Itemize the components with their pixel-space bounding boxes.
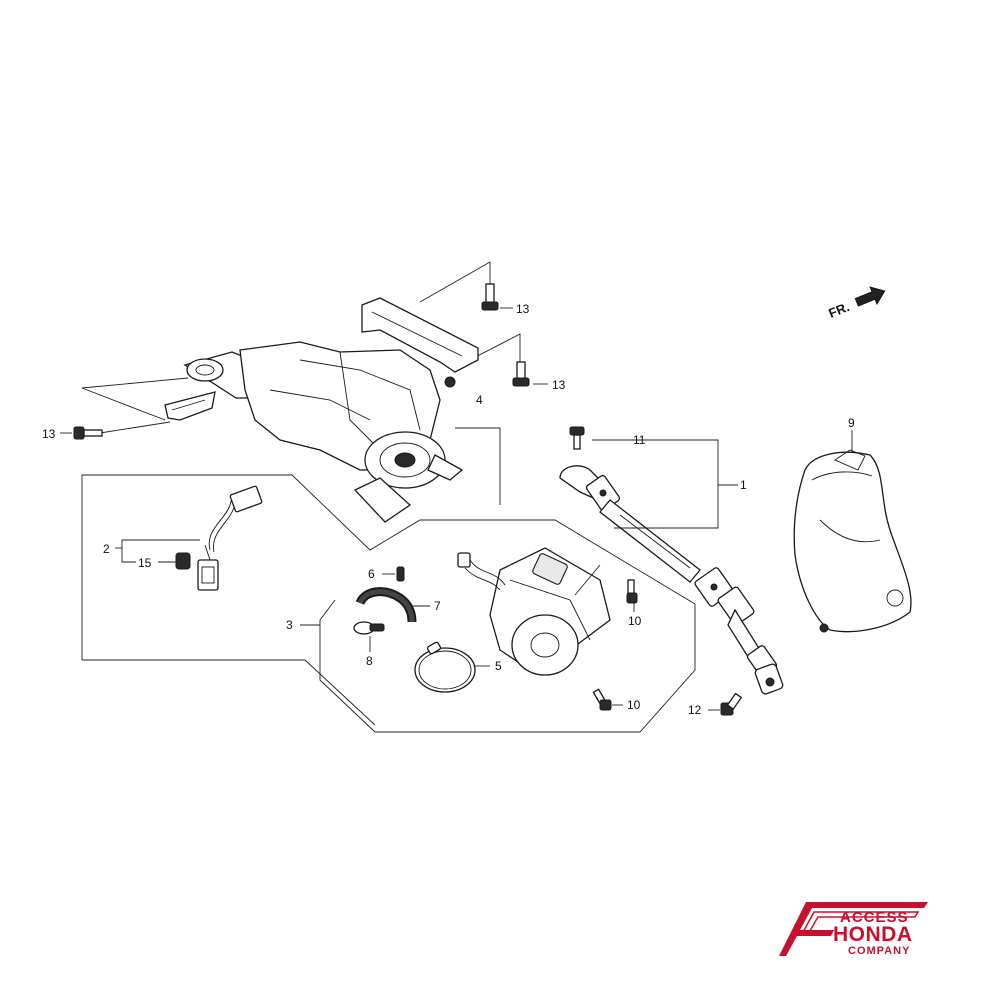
- callout-10-lower: 10: [627, 698, 641, 712]
- callout-3: 3: [286, 618, 293, 632]
- hose-clamp: [353, 621, 385, 652]
- callout-4: 4: [476, 393, 483, 407]
- callout-1: 1: [740, 478, 747, 492]
- callout-8: 8: [366, 654, 373, 668]
- bolt-10-upper: [626, 579, 638, 612]
- logo-emblem: [779, 902, 928, 956]
- assembly-group-outline: [81, 427, 696, 733]
- wire-harness: [197, 485, 263, 591]
- bolt-11: [569, 426, 585, 450]
- logo-line-company: COMPANY: [848, 945, 911, 957]
- bolt-13-left-leaders: [60, 377, 189, 434]
- logo-line-honda: HONDA: [833, 923, 913, 946]
- screw-6: [382, 566, 405, 582]
- callout-11: 11: [633, 433, 646, 447]
- logo-line-access: ACCESS: [840, 909, 909, 926]
- harness-leaders: [115, 539, 200, 563]
- bolt-13-top: [481, 283, 499, 311]
- front-direction-label: FR.: [826, 299, 851, 321]
- harness-clip: [175, 552, 191, 570]
- bolt-12: [708, 692, 743, 716]
- shaft-leaders: [592, 439, 738, 529]
- bolt-13-left: [73, 426, 103, 440]
- callout-13-left: 13: [42, 427, 56, 441]
- callout-12: 12: [688, 703, 702, 717]
- bolt-10-lower: [592, 688, 623, 711]
- o-ring: [414, 641, 490, 693]
- breather-hose: [355, 587, 430, 623]
- bolt-13-mid: [512, 361, 530, 387]
- steering-column-assembly: [164, 297, 479, 523]
- intermediate-shaft: [559, 465, 784, 695]
- callout-2: 2: [103, 542, 110, 556]
- upper-bolt-leaders: [419, 261, 548, 385]
- access-honda-logo: ACCESS HONDA COMPANY: [778, 900, 948, 962]
- callout-numbers: 1 2 3 4 5 6 7 8 9 10 10 11 12 13 13 13 1…: [42, 302, 855, 717]
- assist-motor: [457, 547, 611, 676]
- callout-9: 9: [848, 416, 855, 430]
- column-cover-boot: [793, 430, 912, 633]
- callout-6: 6: [368, 567, 375, 581]
- callout-13-top: 13: [516, 302, 530, 316]
- front-direction-arrow: FR.: [826, 286, 886, 321]
- callout-10-upper: 10: [628, 614, 642, 628]
- callout-5: 5: [495, 659, 502, 673]
- callout-13-mid: 13: [552, 378, 566, 392]
- callout-7: 7: [434, 599, 441, 613]
- callout-15: 15: [138, 556, 152, 570]
